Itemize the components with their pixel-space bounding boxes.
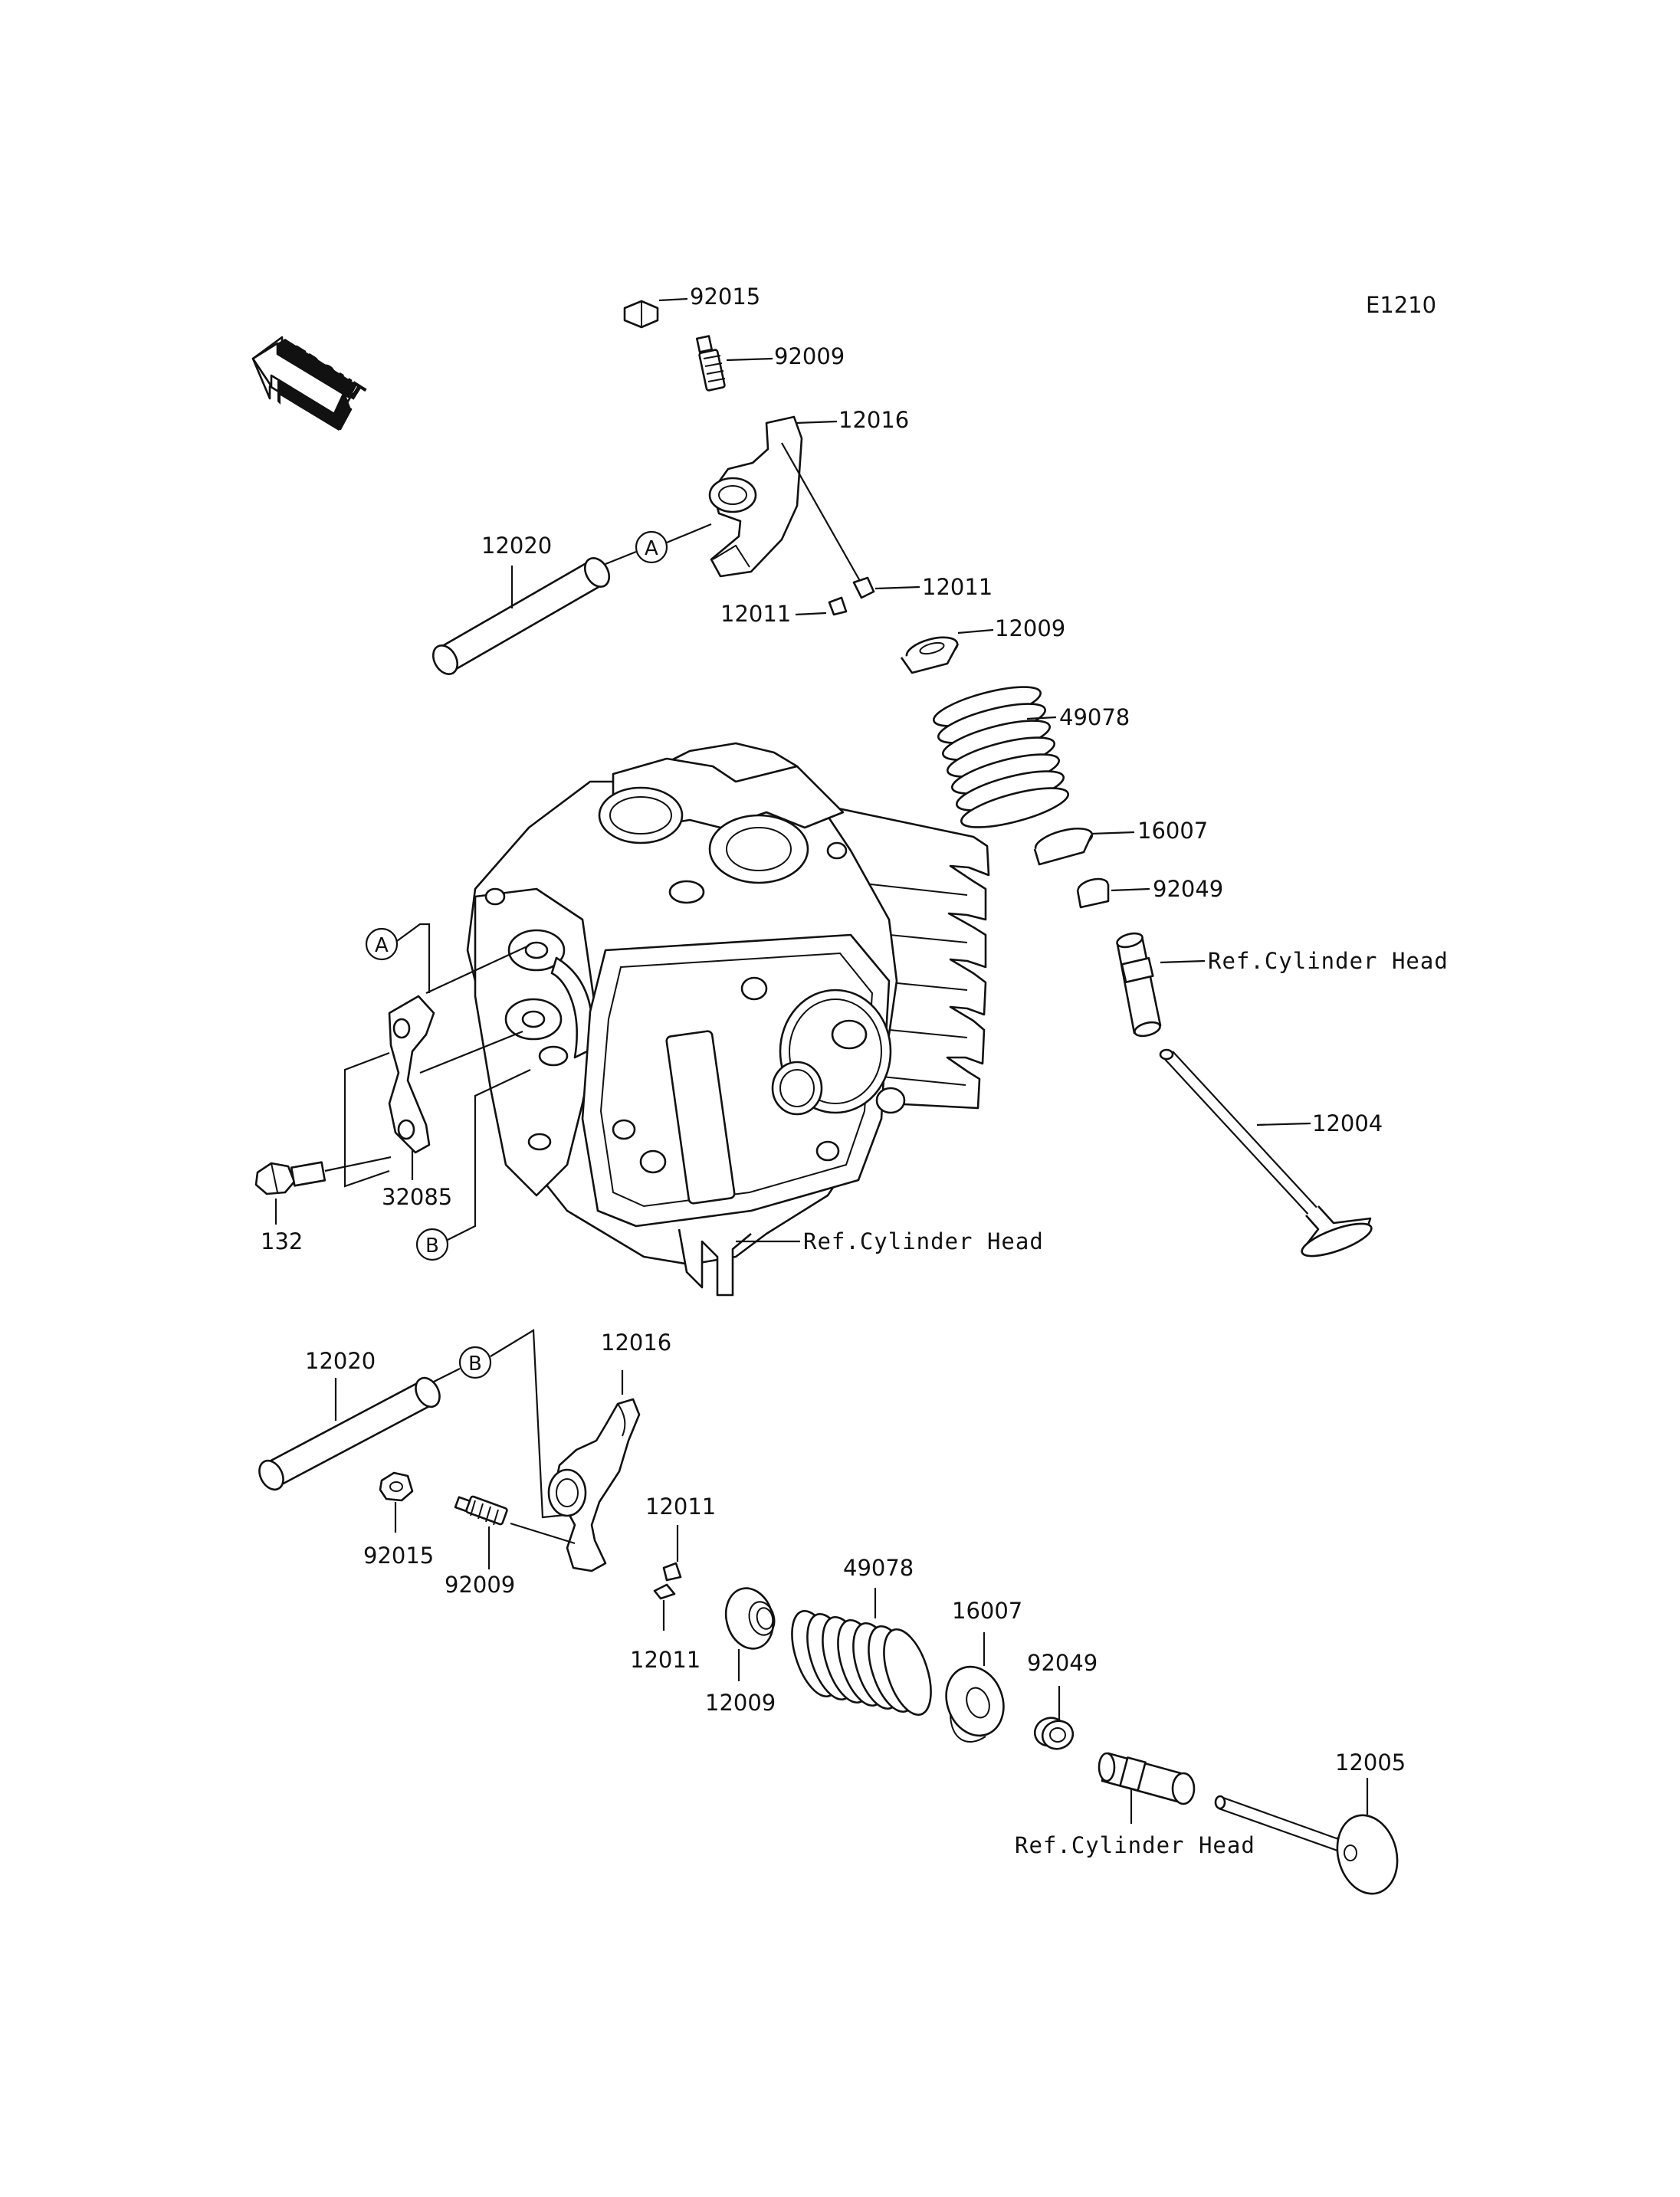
retainer-12009-top — [900, 628, 994, 674]
retainer-12009-bottom — [724, 1587, 776, 1681]
label-mid-ref-head: Ref.Cylinder Head — [803, 1228, 1044, 1254]
cotter-12011-top-left — [795, 596, 848, 616]
rocker-arm-12016-top — [708, 415, 838, 578]
callout-a-mid: A — [375, 934, 389, 957]
spring-49078-bottom — [791, 1588, 932, 1717]
label-top-92049: 92049 — [1153, 876, 1223, 902]
label-bot-12009: 12009 — [705, 1690, 776, 1716]
label-bot-ref-guide: Ref.Cylinder Head — [1015, 1832, 1255, 1858]
label-bot-92009: 92009 — [445, 1572, 515, 1598]
spring-seat-16007-bottom — [945, 1632, 1005, 1743]
label-bot-12011-bottom: 12011 — [630, 1647, 701, 1673]
label-bot-12016: 12016 — [601, 1330, 671, 1356]
label-top-12009: 12009 — [995, 615, 1065, 641]
label-bot-92015: 92015 — [363, 1543, 434, 1569]
cotter-12011-bottom-bottom — [653, 1583, 676, 1631]
bolt-132 — [254, 1156, 392, 1225]
exhaust-valve-12005 — [1214, 1778, 1399, 1895]
label-top-12004: 12004 — [1312, 1110, 1383, 1136]
intake-valve-12004 — [1159, 1048, 1373, 1258]
label-bot-16007: 16007 — [952, 1598, 1022, 1624]
valve-guide-bottom — [1098, 1752, 1196, 1824]
label-mid-32085: 32085 — [382, 1184, 452, 1210]
rocker-arm-12016-bottom — [547, 1370, 641, 1572]
label-bot-12011-top: 12011 — [645, 1494, 716, 1520]
seal-92049-bottom — [1033, 1686, 1075, 1750]
spring-seat-16007-top — [1033, 827, 1135, 866]
label-bot-12020: 12020 — [305, 1348, 376, 1374]
nut-92015-top — [623, 297, 688, 329]
screw-92009-bottom — [454, 1495, 576, 1569]
label-top-92015: 92015 — [690, 284, 760, 310]
cotter-12011-top-right — [852, 576, 920, 599]
label-bot-12005: 12005 — [1335, 1749, 1406, 1776]
cylinder-head — [466, 742, 990, 1297]
valve-guide-top — [1116, 932, 1206, 1038]
rocker-shaft-12020-bottom — [258, 1376, 441, 1491]
label-mid-132: 132 — [261, 1228, 303, 1254]
label-top-12016: 12016 — [838, 407, 909, 433]
label-bot-49078: 49078 — [843, 1555, 914, 1581]
rocker-shaft-12020-top — [431, 557, 611, 675]
label-top-12020: 12020 — [481, 533, 552, 559]
seal-92049-top — [1076, 877, 1150, 909]
label-top-49078: 49078 — [1059, 704, 1130, 730]
nut-92015-bottom — [379, 1471, 414, 1533]
label-top-12011-right: 12011 — [922, 574, 993, 600]
callout-b-mid: B — [425, 1235, 439, 1258]
cotter-12011-bottom-top — [662, 1525, 682, 1582]
label-top-12011-left: 12011 — [720, 601, 791, 627]
front-arrow-icon: FRONT — [251, 336, 369, 431]
label-top-ref-guide: Ref.Cylinder Head — [1208, 948, 1449, 974]
label-bot-92049: 92049 — [1027, 1650, 1098, 1676]
callout-a-top: A — [645, 537, 658, 560]
label-top-16007: 16007 — [1137, 818, 1208, 844]
callout-b-bot: B — [468, 1353, 482, 1376]
diagram-code: E1210 — [1366, 292, 1436, 318]
spring-49078-top — [932, 686, 1070, 828]
label-top-92009: 92009 — [774, 343, 845, 369]
plate-32085 — [343, 995, 523, 1188]
screw-92009-top — [696, 335, 773, 392]
